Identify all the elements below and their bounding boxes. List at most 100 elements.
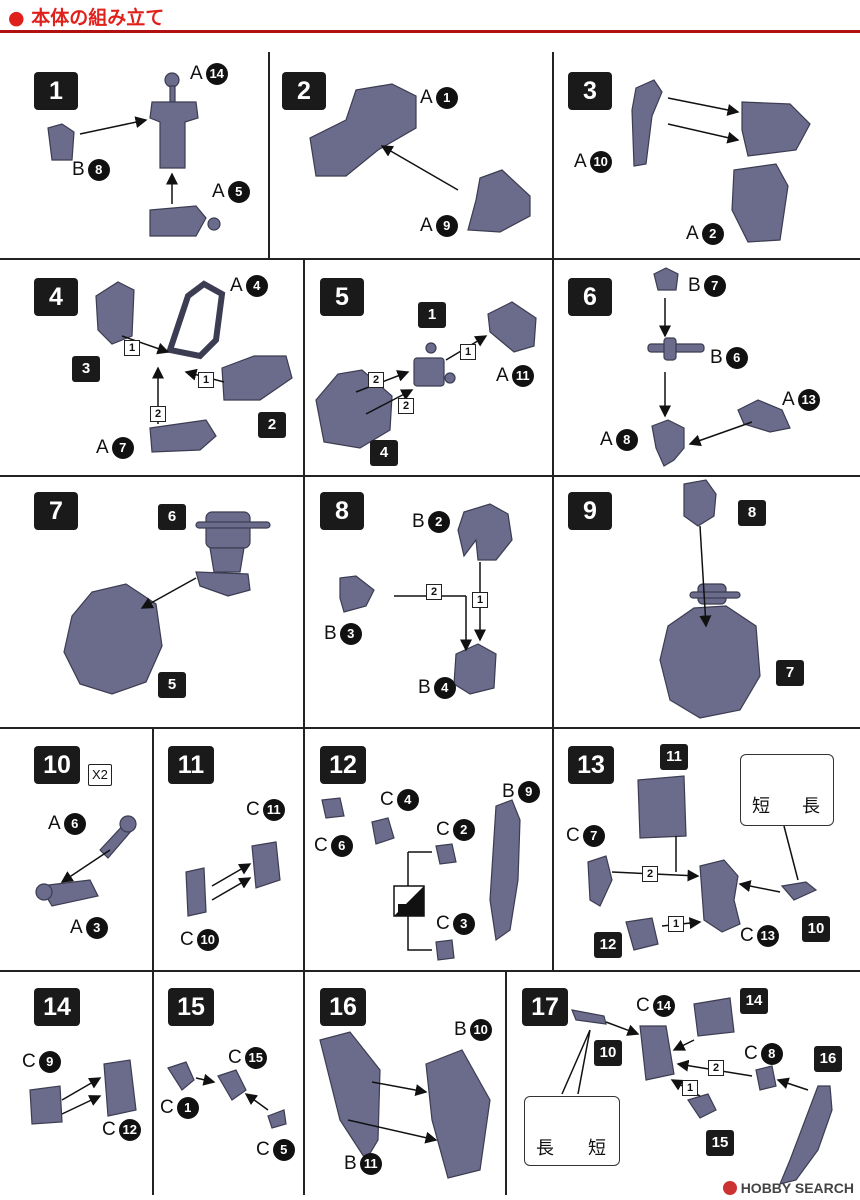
ref-badge-step8: 8 — [738, 500, 766, 526]
row-divider — [0, 475, 860, 477]
long-label: 長 — [802, 796, 820, 817]
column-divider — [552, 475, 554, 727]
order-tag: 2 — [398, 398, 414, 414]
step-badge-14: 14 — [34, 988, 80, 1026]
order-tag: 2 — [708, 1060, 724, 1076]
step-badge-17: 17 — [522, 988, 568, 1026]
ref-badge-step14: 14 — [740, 988, 768, 1014]
section-title: ● 本体の組み立て — [8, 7, 165, 29]
column-divider — [268, 52, 270, 258]
step-badge-7: 7 — [34, 492, 78, 530]
step11-parts — [185, 841, 281, 917]
column-divider — [152, 970, 154, 1195]
times-two-badge: X2 — [88, 764, 112, 786]
ref-badge-step15: 15 — [706, 1130, 734, 1156]
column-divider — [303, 970, 305, 1195]
step12-parts — [321, 797, 521, 961]
column-divider — [152, 727, 154, 970]
ref-badge-step1: 1 — [418, 302, 446, 328]
row-divider — [0, 258, 860, 260]
watermark-logo-icon — [722, 1181, 737, 1195]
step10-parts — [35, 815, 137, 907]
order-tag: 1 — [472, 592, 488, 608]
step-badge-8: 8 — [320, 492, 364, 530]
column-divider — [505, 970, 507, 1195]
ref-badge-step10: 10 — [802, 916, 830, 942]
ref-badge-step7: 7 — [776, 660, 804, 686]
column-divider — [552, 258, 554, 475]
step-badge-2: 2 — [282, 72, 326, 110]
ref-badge-step3: 3 — [72, 356, 100, 382]
short-label: 短 — [588, 1138, 606, 1159]
row-divider — [0, 970, 860, 972]
ref-badge-step16: 16 — [814, 1046, 842, 1072]
step9-parts — [659, 479, 761, 719]
step-badge-3: 3 — [568, 72, 612, 110]
ref-badge-step11: 11 — [660, 744, 688, 770]
step3-parts — [631, 79, 811, 243]
section-header: ● 本体の組み立て — [0, 0, 860, 34]
ref-badge-step10b: 10 — [594, 1040, 622, 1066]
step-badge-5: 5 — [320, 278, 364, 316]
step6-parts — [647, 267, 791, 467]
order-tag: 2 — [368, 372, 384, 388]
step-badge-4: 4 — [34, 278, 78, 316]
step-badge-15: 15 — [168, 988, 214, 1026]
ref-badge-step4: 4 — [370, 440, 398, 466]
step15-parts — [167, 1061, 287, 1129]
step-badge-1: 1 — [34, 72, 78, 110]
order-tag: 1 — [668, 916, 684, 932]
step7-parts — [63, 511, 271, 695]
column-divider — [303, 258, 305, 475]
order-tag: 2 — [426, 584, 442, 600]
short-label: 短 — [752, 796, 770, 817]
step-badge-13: 13 — [568, 746, 614, 784]
ref-badge-step5: 5 — [158, 672, 186, 698]
order-tag: 1 — [460, 344, 476, 360]
length-callout-step13 — [740, 754, 834, 826]
step4-parts — [95, 280, 293, 453]
column-divider — [303, 727, 305, 970]
step-badge-9: 9 — [568, 492, 612, 530]
split-icon — [393, 885, 425, 917]
ref-badge-step2: 2 — [258, 412, 286, 438]
step-badge-16: 16 — [320, 988, 366, 1026]
step1-parts — [47, 72, 221, 237]
step-badge-11: 11 — [168, 746, 214, 784]
step-badge-12: 12 — [320, 746, 366, 784]
step-badge-10: 10 — [34, 746, 80, 784]
step2-parts — [309, 83, 531, 233]
step14-parts — [29, 1059, 137, 1125]
